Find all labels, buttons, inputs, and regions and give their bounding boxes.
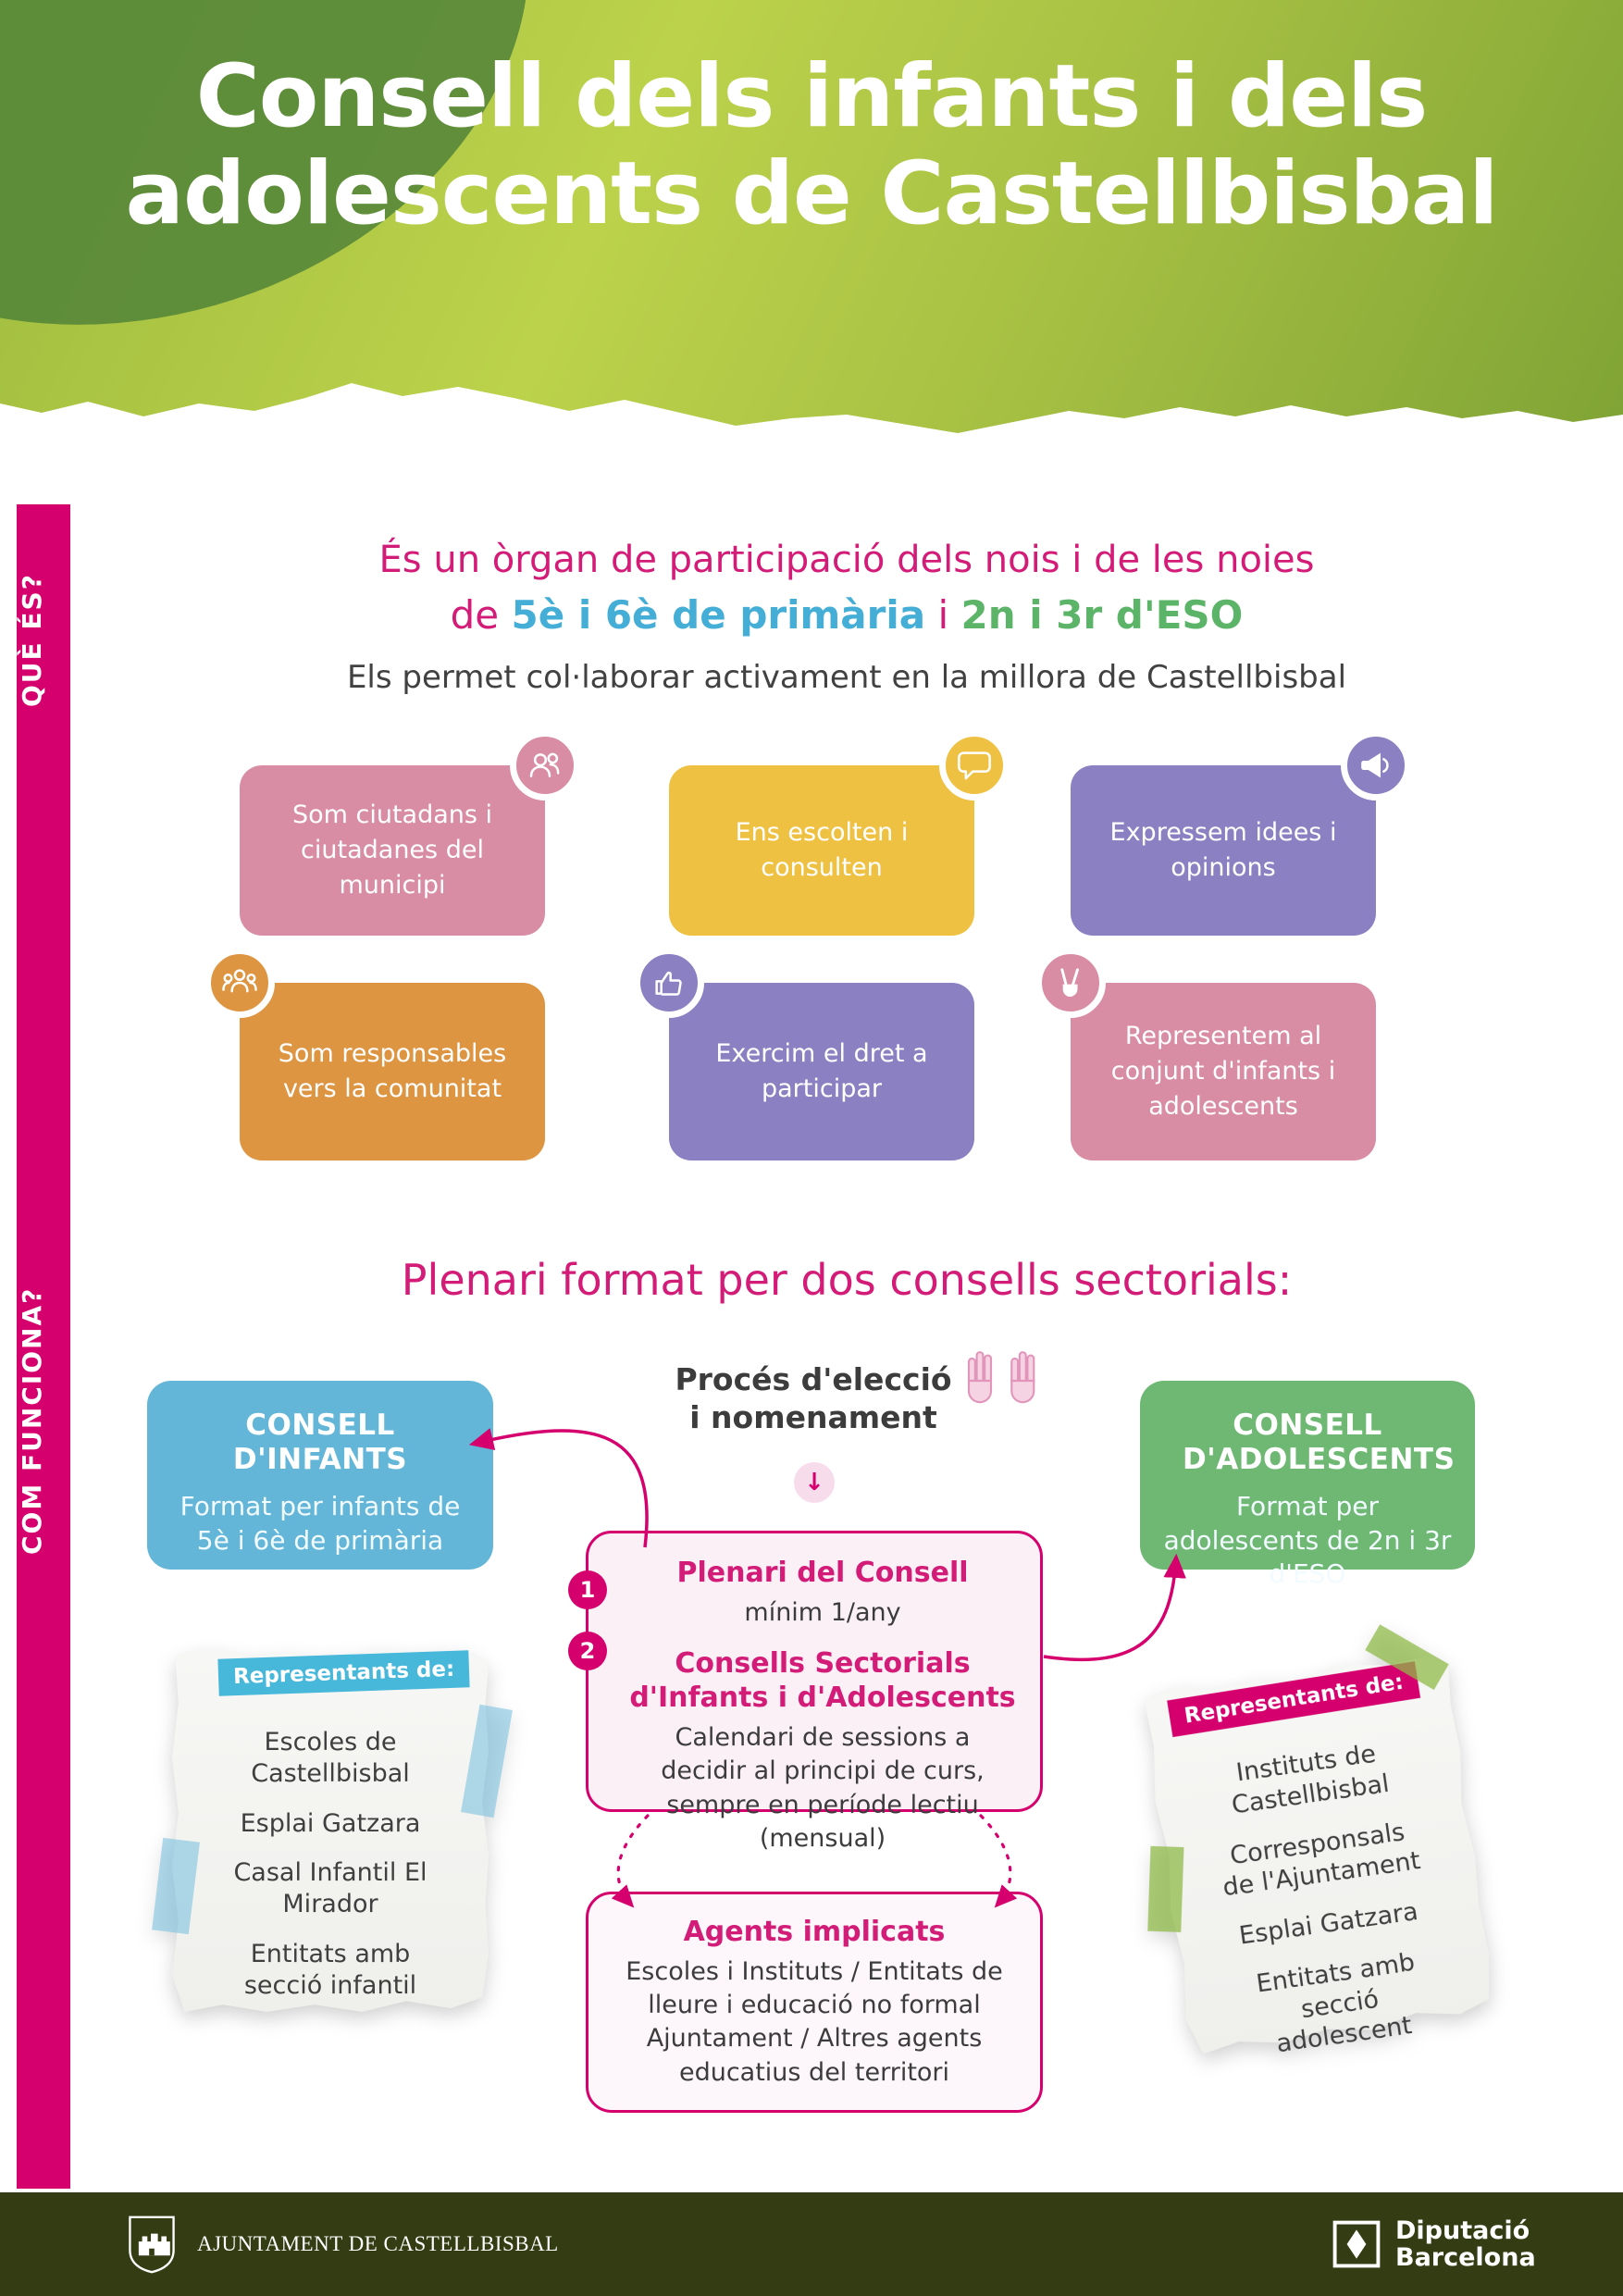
card-exercim: Exercim el dret a participar <box>634 948 974 1160</box>
list-item: Esplai Gatzara <box>1237 1896 1420 1951</box>
footer-right: Diputació Barcelona <box>1332 2192 1536 2296</box>
arrow-to-adolescents <box>1043 1553 1186 1662</box>
process-label: Procés d'elecció i nomenament <box>675 1360 952 1437</box>
speech-bubble-icon <box>939 730 1010 800</box>
sectorials-text: Calendari de sessions a decidir al princ… <box>661 1722 985 1854</box>
page-title-line1: Consell dels infants i dels <box>195 46 1428 147</box>
plenari-box: 1 2 Plenari del Consell mínim 1/any Cons… <box>568 1531 1043 1853</box>
card-representem: Representem al conjunt d'infants i adole… <box>1035 948 1376 1160</box>
step-2-badge: 2 <box>568 1632 607 1670</box>
list-item: Corresponsals de l'Ajuntament <box>1220 1817 1423 1903</box>
diputacio-line1: Diputació <box>1395 2215 1530 2245</box>
list-item: Entitats amb secció infantil <box>243 1939 417 2000</box>
thumbs-up-icon <box>634 948 704 1018</box>
intro-de: de <box>450 592 500 638</box>
section-label-what: QUÈ ÉS? <box>17 573 47 708</box>
consell-adolescents-subtitle: Format per adolescents de 2n i 3r d'ESO <box>1163 1491 1452 1590</box>
page-title: Consell dels infants i dels adolescents … <box>0 48 1623 243</box>
consell-infants-subtitle: Format per infants de 5è i 6è de primàri… <box>180 1491 461 1556</box>
card-exercim-label: Exercim el dret a participar <box>715 1039 928 1103</box>
municipality-label: AJUNTAMENT DE CASTELLBISBAL <box>197 2232 559 2255</box>
intro-eso: 2n i 3r d'ESO <box>960 592 1244 638</box>
card-responsables: Som responsables vers la comunitat <box>204 948 545 1160</box>
consell-adolescents-title: CONSELL D'ADOLESCENTS <box>1183 1409 1456 1477</box>
plenari-frequency: mínim 1/any <box>744 1597 901 1627</box>
raised-hands-icon <box>962 1347 1042 1418</box>
paper-texture <box>172 1649 489 2012</box>
card-ciutadans: Som ciutadans i ciutadanes del municipi <box>240 730 580 936</box>
card-responsables-label: Som responsables vers la comunitat <box>278 1039 507 1103</box>
section-sidebar: QUÈ ÉS? COM FUNCIONA? <box>17 504 70 2189</box>
intro-i: i <box>937 592 949 638</box>
tape-decoration <box>1147 1845 1184 1932</box>
peace-hand-icon <box>1035 948 1106 1018</box>
card-ciutadans-label: Som ciutadans i ciutadanes del municipi <box>291 800 493 900</box>
agents-text: Escoles i Instituts / Entitats de lleure… <box>626 1956 1003 2087</box>
intro-line2: de 5è i 6è de primària i 2n i 3r d'ESO <box>70 592 1623 638</box>
how-heading: Plenari format per dos consells sectoria… <box>401 1255 1293 1305</box>
section-label-how: COM FUNCIONA? <box>17 1286 47 1555</box>
consell-adolescents-box: CONSELL D'ADOLESCENTS Format per adolesc… <box>1140 1381 1475 1589</box>
consell-infants-title: CONSELL D'INFANTS <box>232 1409 408 1477</box>
consell-infants-box: CONSELL D'INFANTS Format per infants de … <box>147 1381 493 1570</box>
adolescents-representatives-note: Representants de: Instituts de Castellbi… <box>1140 1624 1497 2058</box>
sectorials-title: Consells Sectorials d'Infants i d'Adoles… <box>629 1646 1016 1715</box>
down-arrow-icon: ↓ <box>794 1462 835 1503</box>
down-arrow-glyph: ↓ <box>804 1469 824 1496</box>
footer-bar: AJUNTAMENT DE CASTELLBISBAL Diputació Ba… <box>0 2192 1623 2296</box>
card-escolten: Ens escolten i consulten <box>669 730 1010 936</box>
list-item: Escoles de Castellbisbal <box>251 1728 410 1788</box>
community-icon <box>204 948 275 1018</box>
diputacio-line2: Barcelona <box>1395 2243 1536 2272</box>
plenari-title: Plenari del Consell <box>676 1557 969 1589</box>
footer-left: AJUNTAMENT DE CASTELLBISBAL <box>125 2192 559 2296</box>
diputacio-logo <box>1332 2220 1381 2268</box>
list-item: Entitats amb secció adolescent <box>1254 1947 1417 2059</box>
megaphone-icon <box>1341 730 1411 800</box>
intro-primaria: 5è i 6è de primària <box>511 592 926 638</box>
intro-line3: Els permet col·laborar activament en la … <box>346 659 1347 696</box>
header-banner: Consell dels infants i dels adolescents … <box>0 0 1623 433</box>
card-escolten-label: Ens escolten i consulten <box>735 818 909 882</box>
diputacio-label: Diputació Barcelona <box>1395 2217 1536 2271</box>
intro-line1: És un òrgan de participació dels nois i … <box>378 539 1315 581</box>
process-label-line2: i nomenament <box>689 1399 937 1436</box>
process-label-line1: Procés d'elecció <box>675 1361 952 1397</box>
card-expressem: Expressem idees i opinions <box>1071 730 1411 936</box>
list-item: Casal Infantil El Mirador <box>233 1858 427 1918</box>
agents-title: Agents implicats <box>683 1916 946 1948</box>
card-expressem-label: Expressem idees i opinions <box>1109 818 1337 882</box>
list-item: Esplai Gatzara <box>240 1808 421 1838</box>
people-icon <box>510 730 580 800</box>
card-representem-label: Representem al conjunt d'infants i adole… <box>1110 1022 1336 1121</box>
page-title-line2: adolescents de Castellbisbal <box>125 143 1499 245</box>
infants-representatives-note: Representants de: Escoles de Castellbisb… <box>152 1649 513 2012</box>
agents-box: Agents implicats Escoles i Instituts / E… <box>586 1892 1043 2114</box>
step-1-badge: 1 <box>568 1570 607 1609</box>
castellbisbal-crest-icon <box>129 2215 175 2274</box>
